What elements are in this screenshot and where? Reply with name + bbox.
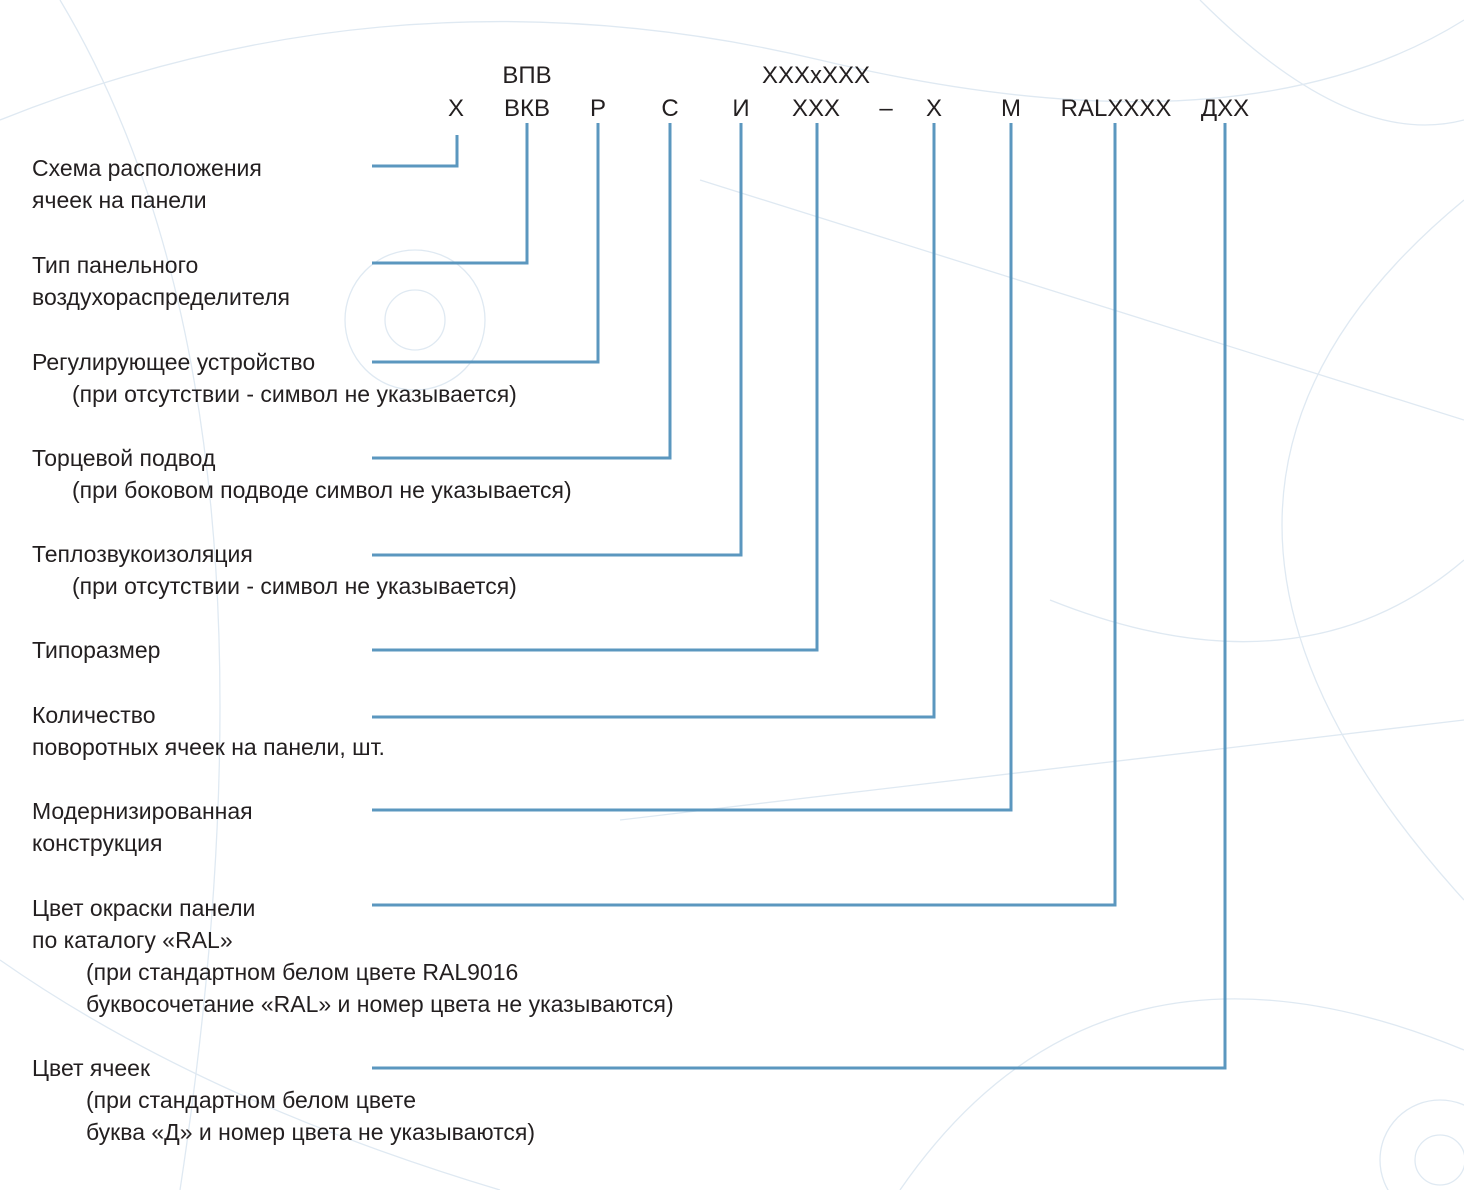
label-line: Цвет ячеек bbox=[32, 1055, 151, 1081]
connector-line bbox=[372, 123, 1013, 812]
connector-line bbox=[372, 123, 1117, 907]
code-part-end-supply: С bbox=[661, 95, 679, 122]
label-note: (при стандартном белом цвете RAL9016 bbox=[86, 959, 519, 985]
label-line: Схема расположения bbox=[32, 155, 262, 181]
connector-line bbox=[372, 135, 459, 168]
code-part-modernized: М bbox=[1001, 95, 1021, 122]
code-part-type: ВКВ bbox=[504, 95, 550, 122]
label-scheme: Схема расположения ячеек на панели bbox=[32, 152, 262, 216]
label-modernized: Модернизированная конструкция bbox=[32, 795, 253, 859]
label-note: буквосочетание «RAL» и номер цвета не ук… bbox=[86, 991, 674, 1017]
code-top-vpv: ВПВ bbox=[502, 62, 552, 89]
code-part-cell-color: ДXX bbox=[1200, 95, 1250, 122]
code-part-size: XXX bbox=[791, 95, 841, 122]
label-note: (при боковом подводе символ не указывает… bbox=[72, 477, 572, 503]
label-line: воздухораспределителя bbox=[32, 284, 290, 310]
label-line: Регулирующее устройство bbox=[32, 349, 316, 375]
label-quantity: Количество поворотных ячеек на панели, ш… bbox=[32, 699, 385, 763]
label-line: конструкция bbox=[32, 830, 163, 856]
label-note: (при отсутствии - символ не указывается) bbox=[72, 573, 517, 599]
label-line: ячеек на панели bbox=[32, 187, 207, 213]
label-end-supply: Торцевой подвод (при боковом подводе сим… bbox=[32, 442, 572, 506]
connector-line bbox=[372, 123, 1227, 1070]
label-line: Теплозвукоизоляция bbox=[32, 541, 253, 567]
label-line: Количество bbox=[32, 702, 156, 728]
code-part-dash: – bbox=[879, 95, 893, 122]
label-size: Типоразмер bbox=[32, 634, 160, 666]
code-top-size: XXXxXXX bbox=[761, 62, 871, 89]
label-ral: Цвет окраски панели по каталогу «RAL» (п… bbox=[32, 892, 674, 1020]
label-line: Торцевой подвод bbox=[32, 445, 216, 471]
label-line: Модернизированная bbox=[32, 798, 253, 824]
label-insulation: Теплозвукоизоляция (при отсутствии - сим… bbox=[32, 538, 517, 602]
connector-line bbox=[372, 123, 936, 719]
label-line: Типоразмер bbox=[32, 637, 161, 663]
label-note: буква «Д» и номер цвета не указываются) bbox=[86, 1119, 536, 1145]
label-note: (при отсутствии - символ не указывается) bbox=[72, 381, 517, 407]
code-part-ral: RALXXXX bbox=[1060, 95, 1172, 122]
label-line: Тип панельного bbox=[32, 252, 199, 278]
label-note: (при стандартном белом цвете bbox=[86, 1087, 416, 1113]
connector-line bbox=[372, 123, 600, 364]
label-type: Тип панельного воздухораспределителя bbox=[32, 249, 290, 313]
code-part-regulator: Р bbox=[589, 95, 607, 122]
code-part-quantity: X bbox=[925, 95, 943, 122]
connector-line bbox=[372, 123, 529, 265]
code-part-insulation: И bbox=[732, 95, 750, 122]
label-regulator: Регулирующее устройство (при отсутствии … bbox=[32, 346, 517, 410]
label-cell-color: Цвет ячеек (при стандартном белом цвете … bbox=[32, 1052, 535, 1148]
label-line: по каталогу «RAL» bbox=[32, 927, 233, 953]
label-line: поворотных ячеек на панели, шт. bbox=[32, 734, 385, 760]
connector-line bbox=[372, 123, 672, 460]
label-line: Цвет окраски панели bbox=[32, 895, 256, 921]
code-part-scheme: X bbox=[447, 95, 465, 122]
connector-line bbox=[372, 123, 743, 557]
connector-line bbox=[372, 123, 819, 652]
